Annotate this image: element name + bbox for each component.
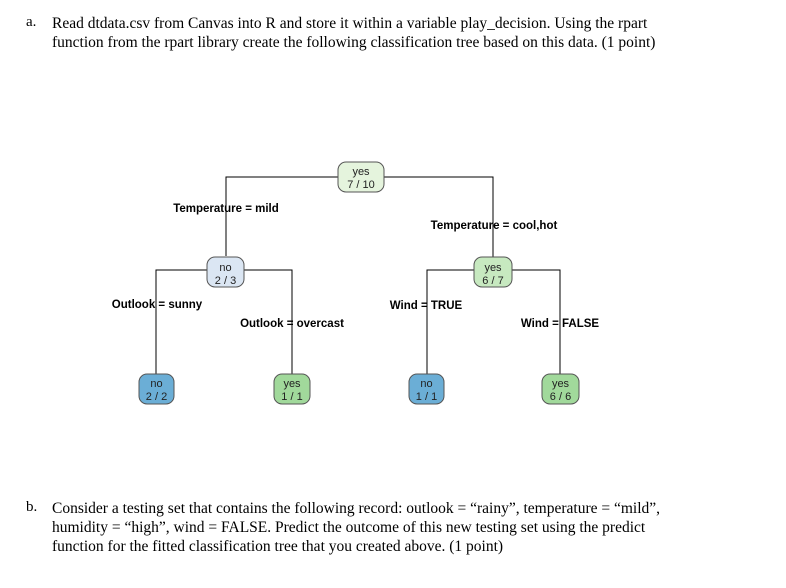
question-a-label: a. <box>26 14 37 30</box>
split-outlook-sunny: Outlook = sunny <box>112 299 203 311</box>
edge-left-ll <box>155 269 208 374</box>
question-b-line-2: humidity = “high”, wind = FALSE. Predict… <box>52 519 646 536</box>
edge-right-rl <box>426 269 474 374</box>
question-b-label: b. <box>26 499 38 515</box>
node-lr-class: yes <box>283 378 301 390</box>
question-b-line-3: function for the fitted classification t… <box>52 538 504 555</box>
node-rr-ratio: 6 / 6 <box>550 391 571 403</box>
edge-right-rr <box>512 269 561 374</box>
edge-root-right <box>384 176 494 258</box>
tree-edges <box>155 176 561 374</box>
node-ll-ratio: 2 / 2 <box>146 391 167 403</box>
edge-root-left <box>225 176 338 256</box>
node-rr: yes 6 / 6 <box>541 373 580 405</box>
node-right-class: yes <box>484 262 502 274</box>
node-right-ratio: 6 / 7 <box>482 275 503 287</box>
question-a-line-2: function from the rpart library create t… <box>52 34 656 51</box>
node-left: no 2 / 3 <box>206 256 245 288</box>
node-left-class: no <box>219 262 231 274</box>
node-root: yes 7 / 10 <box>337 161 385 193</box>
node-left-box <box>206 256 245 288</box>
node-lr-ratio: 1 / 1 <box>281 391 302 403</box>
node-lr: yes 1 / 1 <box>273 373 311 405</box>
node-root-box <box>337 161 385 193</box>
node-ll-class: no <box>150 378 162 390</box>
question-b-text: Consider a testing set that contains the… <box>52 499 660 556</box>
node-rr-class: yes <box>552 378 570 390</box>
node-ll: no 2 / 2 <box>138 373 175 405</box>
split-wind-false: Wind = FALSE <box>521 318 599 330</box>
node-root-ratio: 7 / 10 <box>347 179 375 191</box>
split-temperature-mild: Temperature = mild <box>173 203 279 215</box>
node-root-class: yes <box>352 166 370 178</box>
node-left-ratio: 2 / 3 <box>215 275 236 287</box>
node-rl-class: no <box>420 378 432 390</box>
question-b-line-1: Consider a testing set that contains the… <box>52 500 661 517</box>
question-a-text: Read dtdata.csv from Canvas into R and s… <box>52 14 655 52</box>
split-temperature-cool-hot: Temperature = cool,hot <box>431 220 558 232</box>
split-outlook-overcast: Outlook = overcast <box>240 318 344 330</box>
node-right: yes 6 / 7 <box>473 256 513 288</box>
split-wind-true: Wind = TRUE <box>390 300 463 312</box>
edge-left-lr <box>244 269 293 374</box>
node-rl: no 1 / 1 <box>408 373 445 405</box>
node-rr-box <box>541 373 580 405</box>
node-rl-ratio: 1 / 1 <box>416 391 437 403</box>
node-right-box <box>473 256 513 288</box>
question-a-line-1: Read dtdata.csv from Canvas into R and s… <box>52 15 648 32</box>
node-lr-box <box>273 373 311 405</box>
node-rl-box <box>408 373 445 405</box>
node-ll-box <box>138 373 175 405</box>
